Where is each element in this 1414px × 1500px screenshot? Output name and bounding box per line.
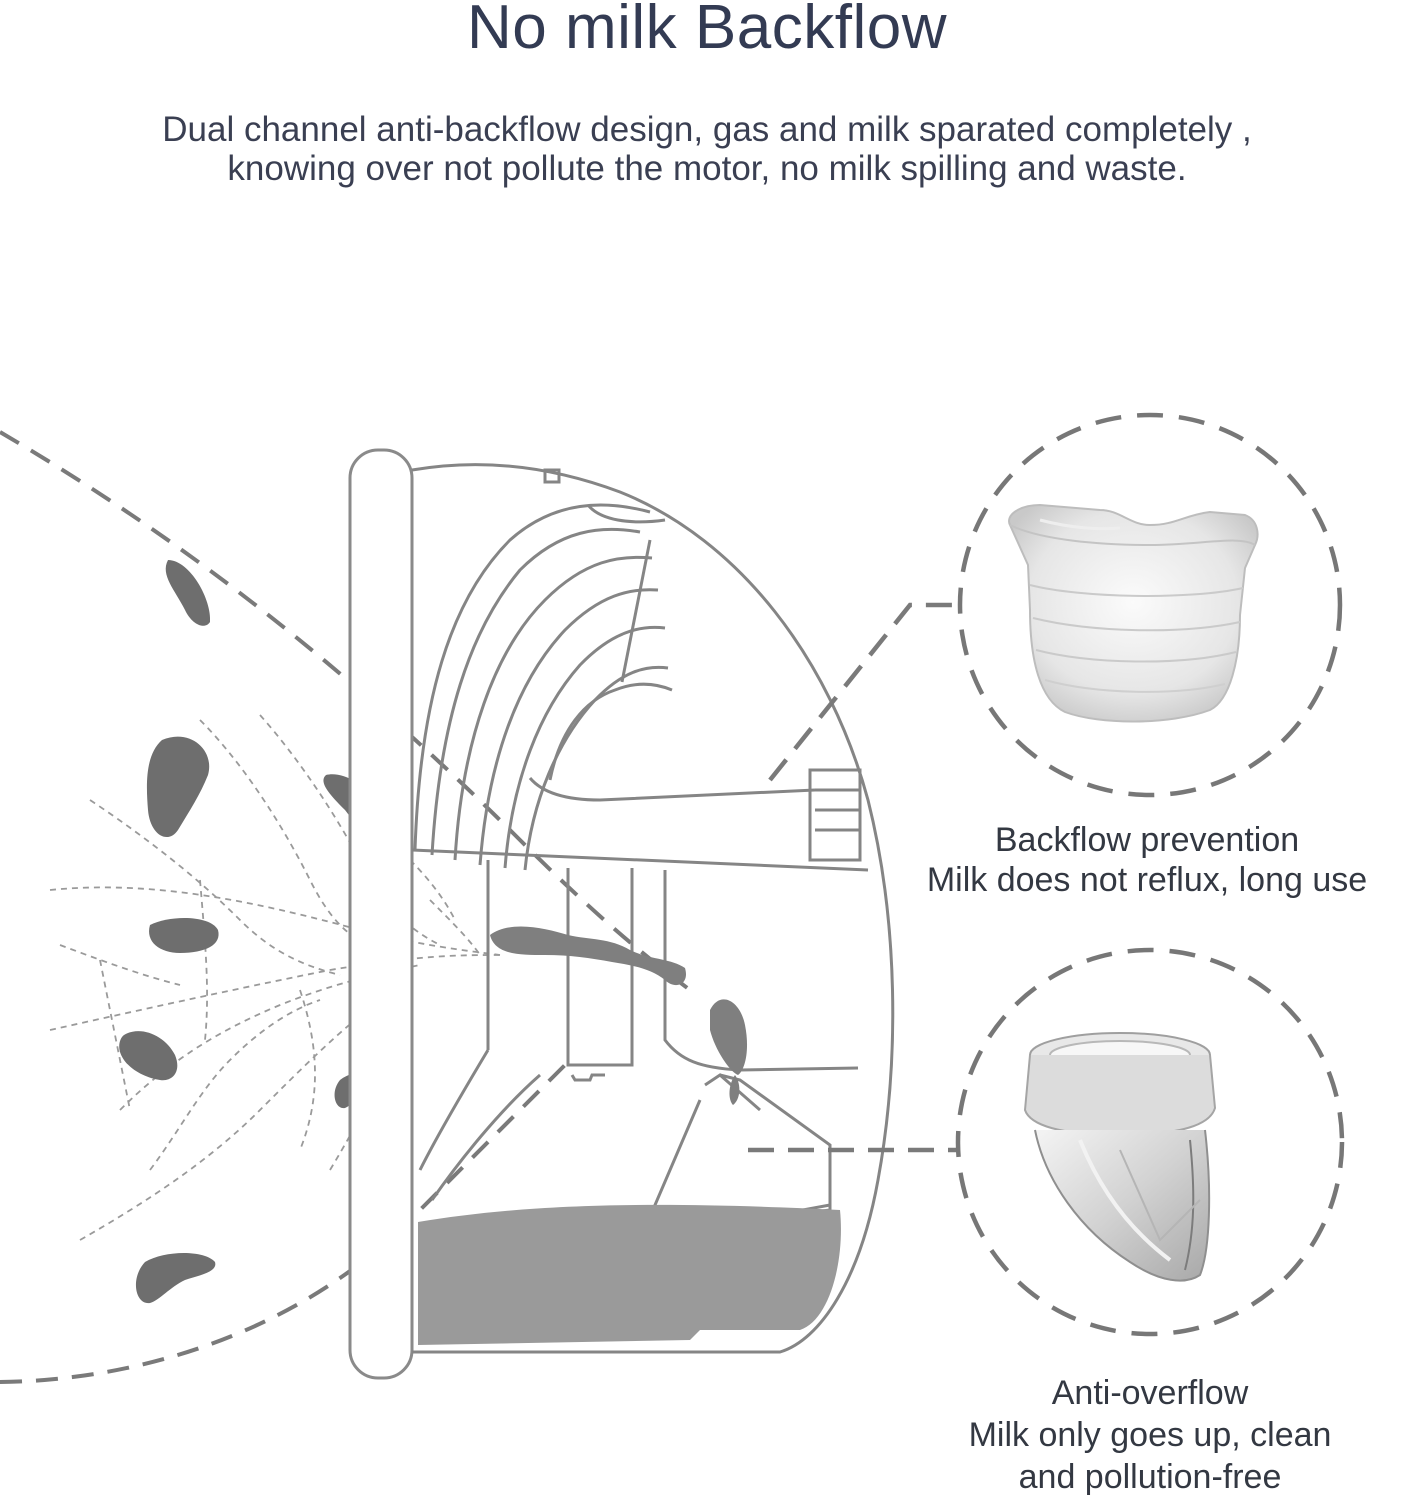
page-title: No milk Backflow [467,0,947,62]
subtitle-line-1: Dual channel anti-backflow design, gas a… [162,110,1252,149]
flange-plate [348,448,414,1380]
backflow-valve-callout-circle [957,412,1343,798]
anti-overflow-detail-line-2: and pollution-free [1018,1458,1282,1496]
backflow-prevention-callout: Backflow prevention Milk does not reflux… [880,820,1414,900]
subtitle-line-2: knowing over not pollute the motor, no m… [227,149,1187,188]
pump-body [411,463,895,1354]
anti-overflow-valve-image [1023,1032,1217,1282]
anti-overflow-heading: Anti-overflow [1051,1374,1249,1412]
page-subtitle: Dual channel anti-backflow design, gas a… [40,110,1374,188]
collected-milk [418,1204,841,1345]
anti-overflow-callout: Anti-overflow Milk only goes up, clean a… [900,1372,1400,1498]
backflow-valve-image [1008,503,1259,723]
callout-leader-lines [748,602,958,1153]
anti-overflow-detail-line-1: Milk only goes up, clean [968,1416,1332,1454]
overflow-valve-callout-circle [955,947,1345,1337]
backflow-prevention-detail: Milk does not reflux, long use [926,861,1368,899]
milk-ducts [49,714,501,1241]
backflow-prevention-heading: Backflow prevention [994,821,1300,859]
milk-stream [490,926,748,1105]
